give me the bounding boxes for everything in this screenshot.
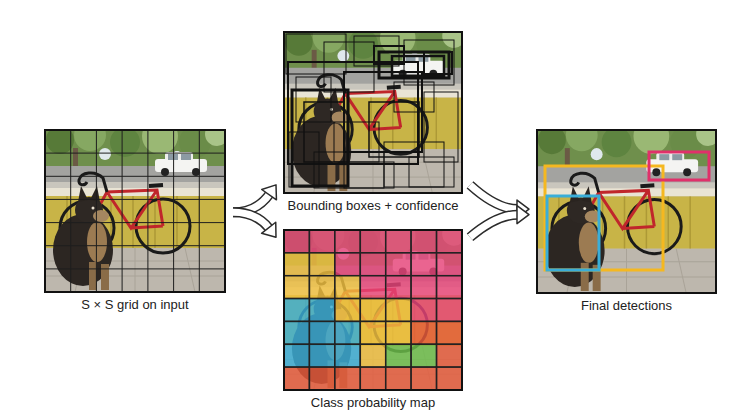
panel-caption: S × S grid on input bbox=[43, 292, 227, 313]
boxes-panel-art bbox=[284, 20, 466, 193]
grid-panel-art bbox=[45, 118, 229, 292]
panel-caption: Final detections bbox=[535, 293, 718, 314]
image-panel: Final detections bbox=[535, 130, 718, 314]
hollow-arrow bbox=[470, 206, 529, 238]
image-panel: Class probability map bbox=[282, 230, 464, 411]
panel-caption: Class probability map bbox=[282, 390, 464, 411]
class-map-panel-art bbox=[284, 218, 466, 390]
detections-panel-art bbox=[537, 118, 720, 293]
panel-caption: Bounding boxes + confidence bbox=[282, 193, 464, 214]
image-panel: S × S grid on input bbox=[43, 130, 227, 313]
hollow-arrow bbox=[233, 212, 276, 237]
image-panel: Bounding boxes + confidence bbox=[282, 32, 464, 214]
